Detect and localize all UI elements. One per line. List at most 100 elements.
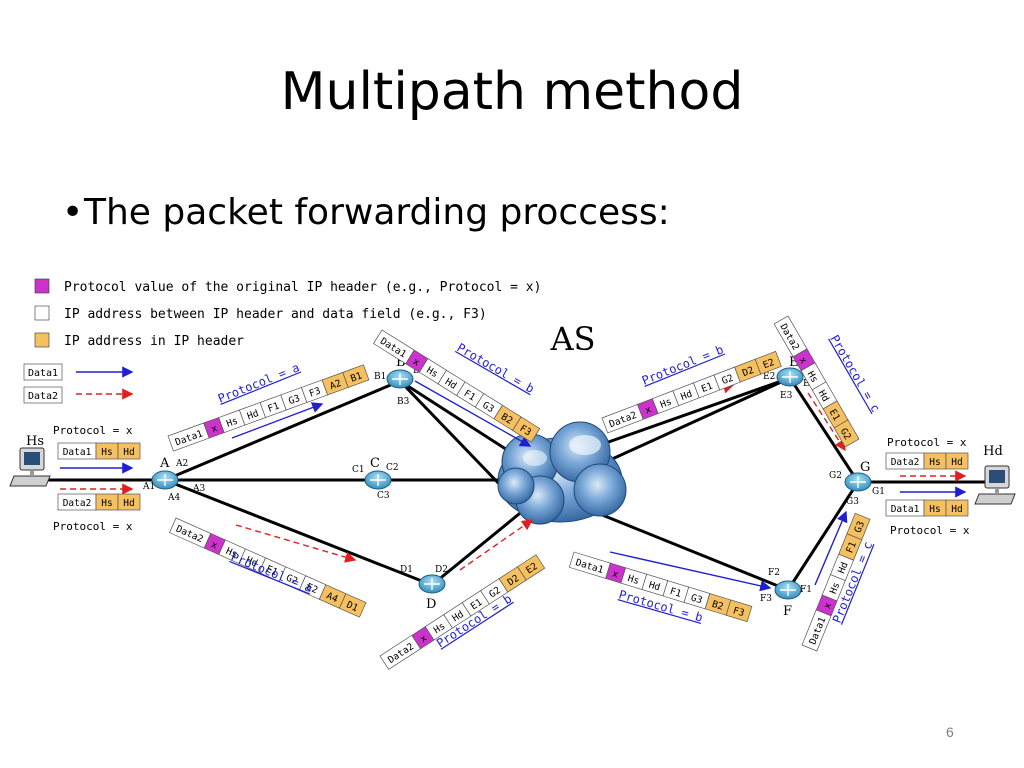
- packet-cell: B2: [710, 599, 724, 613]
- router-c-name: C: [370, 456, 380, 471]
- arrow-cloud-f: [609, 551, 772, 592]
- links: [40, 376, 985, 592]
- port-a1: A1: [142, 482, 155, 492]
- port-d1: D1: [400, 565, 413, 575]
- port-f1: F1: [800, 585, 812, 595]
- packet-cell: E1: [700, 381, 715, 395]
- packet-cell: Hs: [805, 369, 820, 384]
- packet-cell: Hs: [929, 504, 940, 515]
- packet-cell: E1: [827, 407, 842, 423]
- router-d-name: D: [426, 597, 436, 612]
- packet-cell: A4: [325, 591, 340, 606]
- packet-cell: E2: [304, 582, 319, 597]
- packet-cell: G2: [284, 573, 299, 588]
- packet-cell: Data1: [891, 504, 920, 515]
- legend-swatch-protocol: [34, 278, 50, 294]
- packet-cell-box: [754, 350, 782, 375]
- legend-text-ipheader: IP address in IP header: [64, 334, 244, 349]
- packet-cell: Hs: [626, 573, 640, 587]
- arrow-d-cloud: [459, 519, 534, 571]
- page-number: 6: [946, 724, 954, 740]
- packet-cell-box: [117, 493, 141, 511]
- link-cloud-e2: [609, 376, 791, 462]
- port-e3: E3: [780, 391, 793, 401]
- packet-cell-box: [512, 416, 541, 443]
- router-g: G G1 G2 G3: [829, 460, 885, 507]
- packet-cell: x: [210, 423, 219, 435]
- slide-title: Multipath method: [280, 62, 744, 122]
- packet-cell: B2: [499, 411, 515, 426]
- router-e: E E1 E2 E3: [763, 355, 815, 401]
- packet-hd-data1: Data1 Hs Hd: [885, 499, 969, 517]
- hd-protocol-bottom: Protocol = x: [890, 524, 970, 537]
- as-label: AS: [549, 320, 595, 358]
- port-a2: A2: [175, 459, 188, 469]
- hs-protocol-top: Protocol = x: [53, 424, 133, 437]
- router-e-name: E: [789, 355, 799, 370]
- packet-cell: x: [644, 404, 654, 416]
- packet-cell: x: [411, 356, 422, 369]
- packet-cell: Hd: [450, 609, 466, 624]
- host-hs-label: Hs: [26, 434, 44, 449]
- packet-cell: x: [797, 355, 810, 366]
- packet-cell: Data1: [63, 447, 92, 458]
- computer-icon: [9, 447, 51, 487]
- packet-cell: F1: [844, 540, 859, 555]
- packet-cell: Hd: [123, 498, 134, 509]
- packet-cell: Hs: [225, 416, 240, 430]
- arrow-ab: [231, 402, 324, 439]
- packet-cell: A2: [328, 378, 343, 392]
- router-a: A A1 A2 A3 A4: [142, 456, 205, 503]
- packet-cell-box: [846, 512, 871, 541]
- packet-cell: G3: [480, 400, 496, 415]
- legend-data2-label: Data2: [28, 391, 58, 402]
- legend-swatch-between: [34, 305, 50, 321]
- packet-cell: x: [822, 601, 834, 611]
- link-f-g: [786, 481, 860, 591]
- host-hs: Hs: [9, 434, 51, 487]
- port-a4: A4: [167, 493, 180, 503]
- packet-cell: E1: [264, 564, 279, 579]
- legend-swatch-ipheader: [34, 332, 50, 348]
- packet-cell-box: [517, 554, 546, 581]
- packet-cell-box: [725, 599, 753, 623]
- packet-cell: E2: [524, 561, 540, 576]
- port-c3: C3: [377, 491, 390, 501]
- legend: Protocol value of the original IP header…: [23, 278, 541, 404]
- router-f-name: F: [783, 604, 792, 619]
- packet-cell: F1: [266, 400, 281, 414]
- port-f3: F3: [760, 594, 772, 604]
- path-arrows: [231, 380, 848, 592]
- as-cloud: [497, 421, 627, 525]
- legend-data1-box: [23, 363, 63, 381]
- router-c: C C1 C2 C3: [352, 456, 399, 501]
- packet-cell: x: [418, 633, 429, 645]
- packet-cell: Hd: [443, 376, 459, 391]
- packet-cell: F1: [462, 388, 478, 404]
- port-b1: B1: [374, 372, 386, 382]
- packet-cell-box: [338, 593, 367, 618]
- packet-cell: Hd: [679, 389, 694, 403]
- link-cloud-e1: [599, 376, 791, 447]
- router-b: B B1 B2 B3: [374, 355, 425, 407]
- packet-cell: G3: [287, 393, 302, 407]
- packet-cell: F3: [518, 423, 534, 438]
- bullet-dot-icon: •: [62, 192, 84, 233]
- port-g1: G1: [872, 487, 885, 497]
- packet-cell-box: [342, 364, 370, 388]
- packet-cell-box: [117, 442, 141, 460]
- legend-data2-box: [23, 386, 63, 404]
- arrow-b-cloud: [414, 380, 532, 447]
- port-f2: F2: [768, 568, 780, 578]
- port-e2: E2: [763, 372, 775, 382]
- arrow-f-g: [814, 510, 848, 586]
- packet-cell: G2: [720, 373, 735, 387]
- packet-cell: Hd: [951, 504, 962, 515]
